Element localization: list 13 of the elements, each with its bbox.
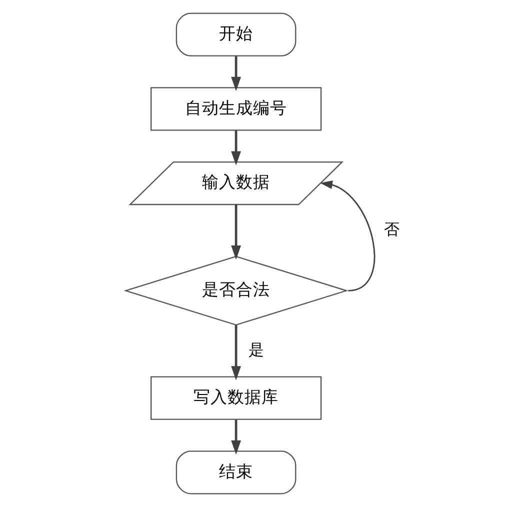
node-box: 写入数据库	[150, 376, 322, 420]
arrow	[231, 56, 242, 92]
arrow	[320, 180, 376, 292]
arrow	[231, 325, 242, 380]
arrow	[231, 204, 242, 260]
node-box: 开始	[176, 12, 296, 56]
arrow	[231, 130, 242, 166]
node-box: 自动生成编号	[150, 87, 322, 131]
node-box: 结束	[176, 450, 296, 494]
arrow	[231, 420, 242, 455]
edge-label: 否	[384, 220, 400, 238]
node-diamond: 是否合法	[124, 256, 348, 326]
edge-label: 是	[248, 340, 264, 359]
